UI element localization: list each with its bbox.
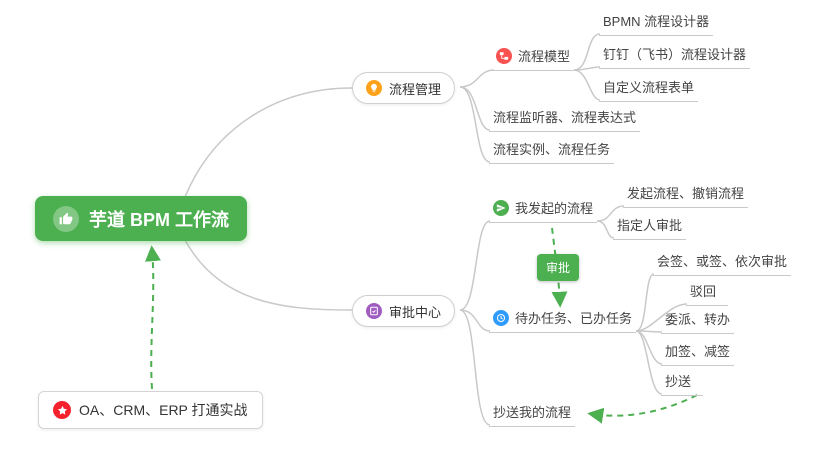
approval-badge: 审批 xyxy=(537,254,580,281)
approval-badge-label: 审批 xyxy=(546,261,571,275)
node-label: 自定义流程表单 xyxy=(603,80,695,95)
node-practice-oa-crm-erp[interactable]: OA、CRM、ERP 打通实战 xyxy=(38,391,263,429)
node-listener-expression[interactable]: 流程监听器、流程表达式 xyxy=(489,107,641,132)
branch-root-to-approval-center xyxy=(184,239,353,311)
node-my-initiated[interactable]: 我发起的流程 xyxy=(489,198,598,223)
root-node[interactable]: 芋道 BPM 工作流 xyxy=(35,196,248,241)
branch-model-to-bpmn xyxy=(573,33,601,71)
node-process-model[interactable]: 流程模型 xyxy=(492,46,575,71)
node-label: 指定人审批 xyxy=(617,218,683,233)
node-countersign[interactable]: 会签、或签、依次审批 xyxy=(653,251,792,276)
lightbulb-icon xyxy=(366,80,382,96)
branch-initiated-to-initiate-cancel xyxy=(596,205,625,222)
node-delegate-transfer[interactable]: 委派、转办 xyxy=(661,309,735,334)
clipboard-check-icon xyxy=(366,303,382,319)
node-label: 流程模型 xyxy=(518,49,571,64)
node-label: 流程监听器、流程表达式 xyxy=(493,110,637,125)
arrow-practice-to-root xyxy=(144,245,161,390)
branch-pm-to-process-model xyxy=(459,69,495,88)
node-process-management[interactable]: 流程管理 xyxy=(352,72,456,104)
node-label: 委派、转办 xyxy=(665,312,731,327)
node-label: 抄送 xyxy=(665,374,692,389)
node-bpmn-designer[interactable]: BPMN 流程设计器 xyxy=(599,11,714,36)
root-label: 芋道 BPM 工作流 xyxy=(89,209,230,230)
node-reject[interactable]: 驳回 xyxy=(686,281,728,306)
node-label: 流程管理 xyxy=(389,81,442,97)
thumbs-up-icon xyxy=(53,205,79,232)
branch-ac-to-my-initiated xyxy=(459,220,491,311)
node-label: 驳回 xyxy=(690,284,717,299)
node-assignee-approval[interactable]: 指定人审批 xyxy=(613,215,687,240)
branch-model-to-custom-form xyxy=(573,69,601,101)
node-label: 流程实例、流程任务 xyxy=(493,142,611,157)
node-label: 审批中心 xyxy=(389,304,442,320)
node-initiate-cancel[interactable]: 发起流程、撤销流程 xyxy=(623,183,749,208)
branch-ac-to-cc-my-process xyxy=(459,309,491,426)
branch-pm-to-instance xyxy=(459,86,491,163)
node-label: 加签、减签 xyxy=(665,344,731,359)
branch-todo-to-reject xyxy=(635,303,688,332)
node-approval-center[interactable]: 审批中心 xyxy=(352,295,456,327)
branch-curves xyxy=(184,33,688,426)
node-cc[interactable]: 抄送 xyxy=(661,371,703,396)
node-label: BPMN 流程设计器 xyxy=(603,14,710,29)
node-add-reduce-sign[interactable]: 加签、减签 xyxy=(661,341,735,366)
node-cc-my-process[interactable]: 抄送我的流程 xyxy=(489,402,576,427)
node-instance-task[interactable]: 流程实例、流程任务 xyxy=(489,139,615,164)
clock-icon xyxy=(493,309,509,326)
node-label: 会签、或签、依次审批 xyxy=(657,254,788,269)
node-label: 发起流程、撤销流程 xyxy=(627,186,745,201)
send-icon xyxy=(493,199,509,216)
branch-ac-to-todo-done xyxy=(459,309,491,332)
node-dingtalk-designer[interactable]: 钉钉（飞书）流程设计器 xyxy=(599,44,751,69)
node-label: OA、CRM、ERP 打通实战 xyxy=(79,402,248,418)
branch-root-to-process-management xyxy=(184,87,353,198)
node-label: 抄送我的流程 xyxy=(493,405,572,420)
branch-initiated-to-assignee xyxy=(596,220,615,239)
node-label: 我发起的流程 xyxy=(515,201,594,216)
branch-todo-to-countersign xyxy=(635,273,655,332)
arrow-cc-to-cc-my-process xyxy=(587,394,698,424)
node-label: 钉钉（飞书）流程设计器 xyxy=(603,47,747,62)
node-todo-done[interactable]: 待办任务、已办任务 xyxy=(489,308,637,333)
node-label: 待办任务、已办任务 xyxy=(515,311,633,326)
node-custom-form[interactable]: 自定义流程表单 xyxy=(599,77,699,102)
flow-icon xyxy=(496,47,512,64)
branch-todo-to-cc xyxy=(635,330,663,395)
star-icon xyxy=(53,401,71,419)
branch-todo-to-add-sign xyxy=(635,330,663,365)
